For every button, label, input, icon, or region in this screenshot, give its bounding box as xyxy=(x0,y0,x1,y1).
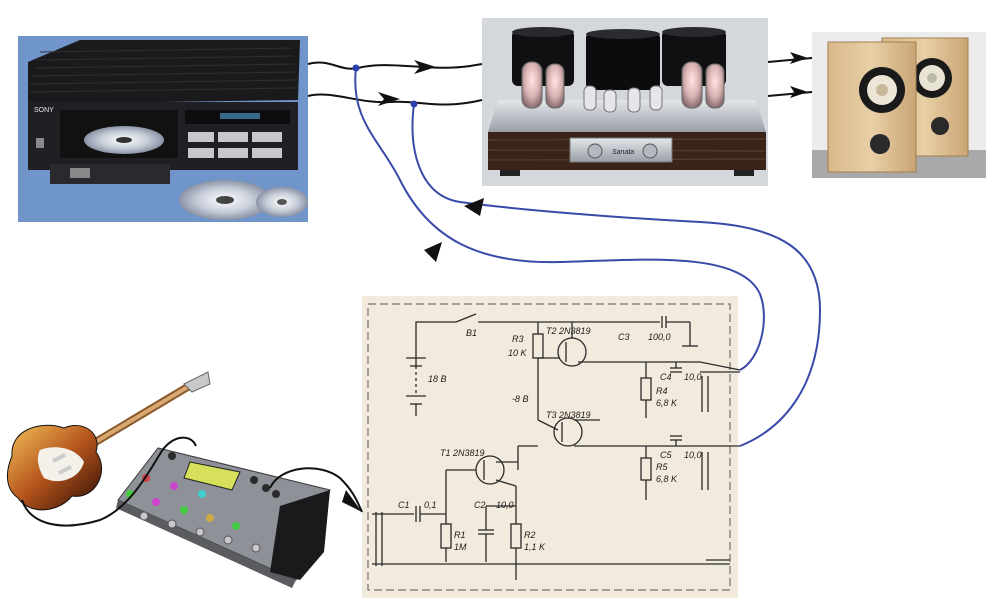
label-c1: C1 xyxy=(398,500,410,510)
electric-guitar-photo xyxy=(7,371,211,511)
label-r2-value: 1,1 K xyxy=(524,542,546,552)
wire-preamp-out-2 xyxy=(411,103,822,447)
tube-amplifier-photo: Sanata xyxy=(482,18,768,186)
label-c2: C2 xyxy=(474,500,486,510)
label-bias: -8 B xyxy=(512,394,529,404)
label-r1-value: 1M xyxy=(454,542,467,552)
amp-badge: Sanata xyxy=(612,149,634,156)
label-battery: 18 B xyxy=(428,374,447,384)
wire-pedal-to-preamp xyxy=(269,467,363,513)
arrow-cd-amp-top xyxy=(414,60,436,74)
label-r5-value: 6,8 K xyxy=(656,474,678,484)
label-t3: T3 2N3819 xyxy=(546,410,591,420)
label-r1: R1 xyxy=(454,530,466,540)
label-r4-value: 6,8 K xyxy=(656,398,678,408)
speakers-photo xyxy=(812,32,986,178)
cd-player-brand: SONY xyxy=(34,107,54,114)
cd-player-photo: SONY xyxy=(18,36,308,222)
label-switch: B1 xyxy=(466,328,477,338)
label-c4: C4 xyxy=(660,372,672,382)
label-r3: R3 xyxy=(512,334,524,344)
wire-guitar-to-pedal xyxy=(21,436,197,527)
flow-arrows xyxy=(342,52,808,512)
label-c5: C5 xyxy=(660,450,672,460)
arrow-amp-speakers-top xyxy=(790,52,808,64)
junctions xyxy=(352,64,418,108)
label-c5-value: 10,0 xyxy=(684,450,702,460)
junction-bottom xyxy=(410,100,418,108)
arrow-blue-down xyxy=(424,242,442,262)
arrow-cd-amp-bottom xyxy=(378,92,400,106)
arrow-amp-speakers-bottom xyxy=(790,86,808,98)
label-t2: T2 2N3819 xyxy=(546,326,591,336)
label-r2: R2 xyxy=(524,530,536,540)
label-r4: R4 xyxy=(656,386,668,396)
arrow-blue-up xyxy=(464,198,484,216)
multi-effects-pedal-photo xyxy=(116,447,331,588)
label-r5: R5 xyxy=(656,462,668,472)
wire-cd-to-amp-top xyxy=(307,61,483,70)
label-t1: T1 2N3819 xyxy=(440,448,485,458)
label-c3-value: 100,0 xyxy=(648,332,671,342)
junction-top xyxy=(352,64,360,72)
label-c3: C3 xyxy=(618,332,630,342)
wire-preamp-out-1 xyxy=(354,67,765,371)
arrow-pedal-preamp xyxy=(342,490,362,512)
label-c1-value: 0,1 xyxy=(424,500,437,510)
label-c2-value: 10,0 xyxy=(496,500,514,510)
label-r3-value: 10 K xyxy=(508,348,528,358)
label-c4-value: 10,0 xyxy=(684,372,702,382)
schematic-sheet: B1 18 B -8 B T2 2N3819 T3 2N3819 T1 2N38… xyxy=(362,296,741,598)
